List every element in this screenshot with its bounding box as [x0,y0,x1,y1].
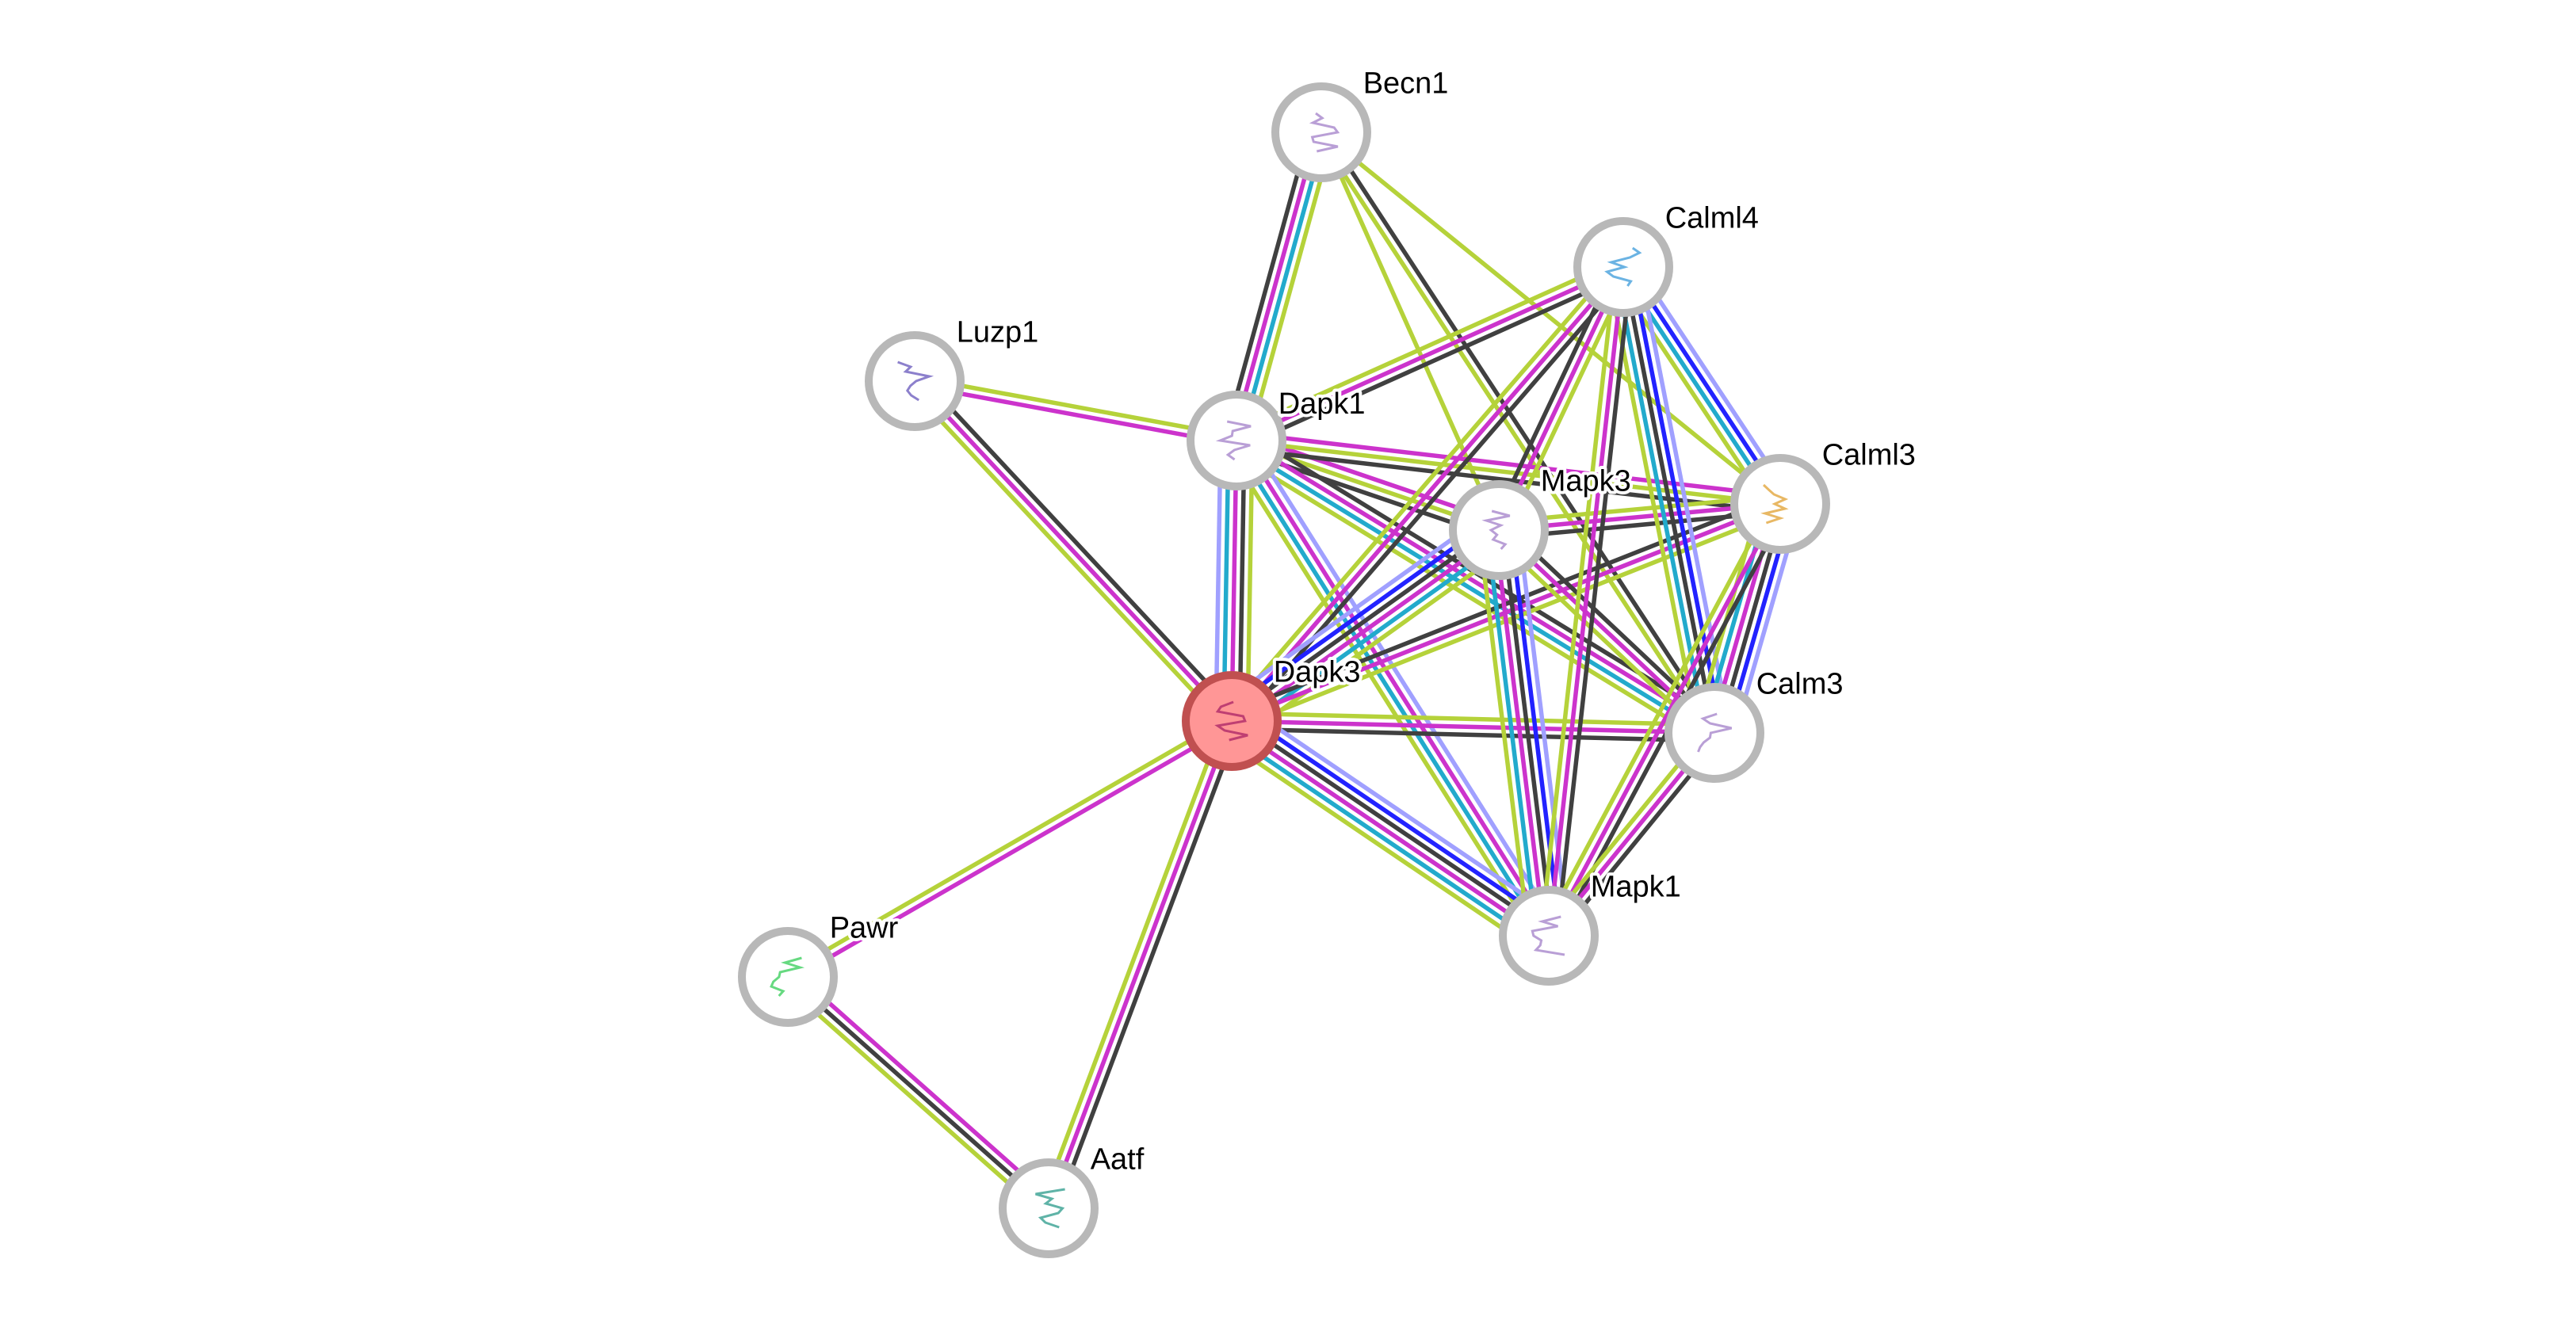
edge-line-coexpression [788,977,1049,1208]
node-label: Mapk3 [1541,465,1631,498]
edge-line-textmining [1041,718,1225,1205]
edge-dapk3-calm3[interactable] [1232,713,1714,741]
node-becn1[interactable]: Becn1 [1275,67,1448,178]
edge-line-textmining [1321,132,1780,504]
node-circle[interactable] [1186,675,1278,767]
edge-line-cooccurrence [1238,712,1555,926]
node-circle[interactable] [1453,484,1545,576]
node-label: Dapk3 [1274,656,1361,689]
edge-line-textmining [909,387,1226,727]
node-label: Mapk1 [1591,871,1681,904]
edge-line-experiments [915,381,1232,721]
edge-line-coexpression [1324,130,1718,731]
node-label: Calml3 [1822,439,1916,472]
edge-line-experiments [1049,721,1232,1208]
node-circle[interactable] [742,931,834,1023]
node-pawr[interactable]: Pawr [742,912,899,1023]
node-label: Pawr [830,912,899,945]
node-calml4[interactable]: Calml4 [1577,202,1759,313]
node-circle[interactable] [1191,395,1282,486]
node-label: Calm3 [1756,668,1844,701]
node-circle[interactable] [1734,458,1826,550]
edge-line-coexpression [1623,267,1714,733]
edge-line-textmining [1221,738,1538,952]
node-label: Dapk1 [1278,387,1366,421]
node-label: Becn1 [1363,67,1449,101]
edge-line-textmining [782,982,1043,1214]
node-dapk3[interactable]: Dapk3 [1186,656,1361,767]
node-label: Luzp1 [957,316,1039,349]
node-circle[interactable] [1003,1162,1095,1254]
node-label: Aatf [1091,1143,1145,1177]
node-circle[interactable] [1503,890,1595,982]
edge-line-coexpression [1234,718,1551,933]
edge-line-coexpression [1056,724,1239,1211]
edge-line-databases [1225,731,1542,945]
node-luzp1[interactable]: Luzp1 [869,316,1038,427]
node-circle[interactable] [1275,86,1367,178]
edge-dapk3-aatf[interactable] [1041,718,1240,1211]
edge-line-experiments [793,971,1054,1203]
edge-becn1-calml3[interactable] [1321,132,1780,504]
edge-line-cooccurrence [1631,265,1722,731]
node-label: Calml4 [1665,202,1759,235]
